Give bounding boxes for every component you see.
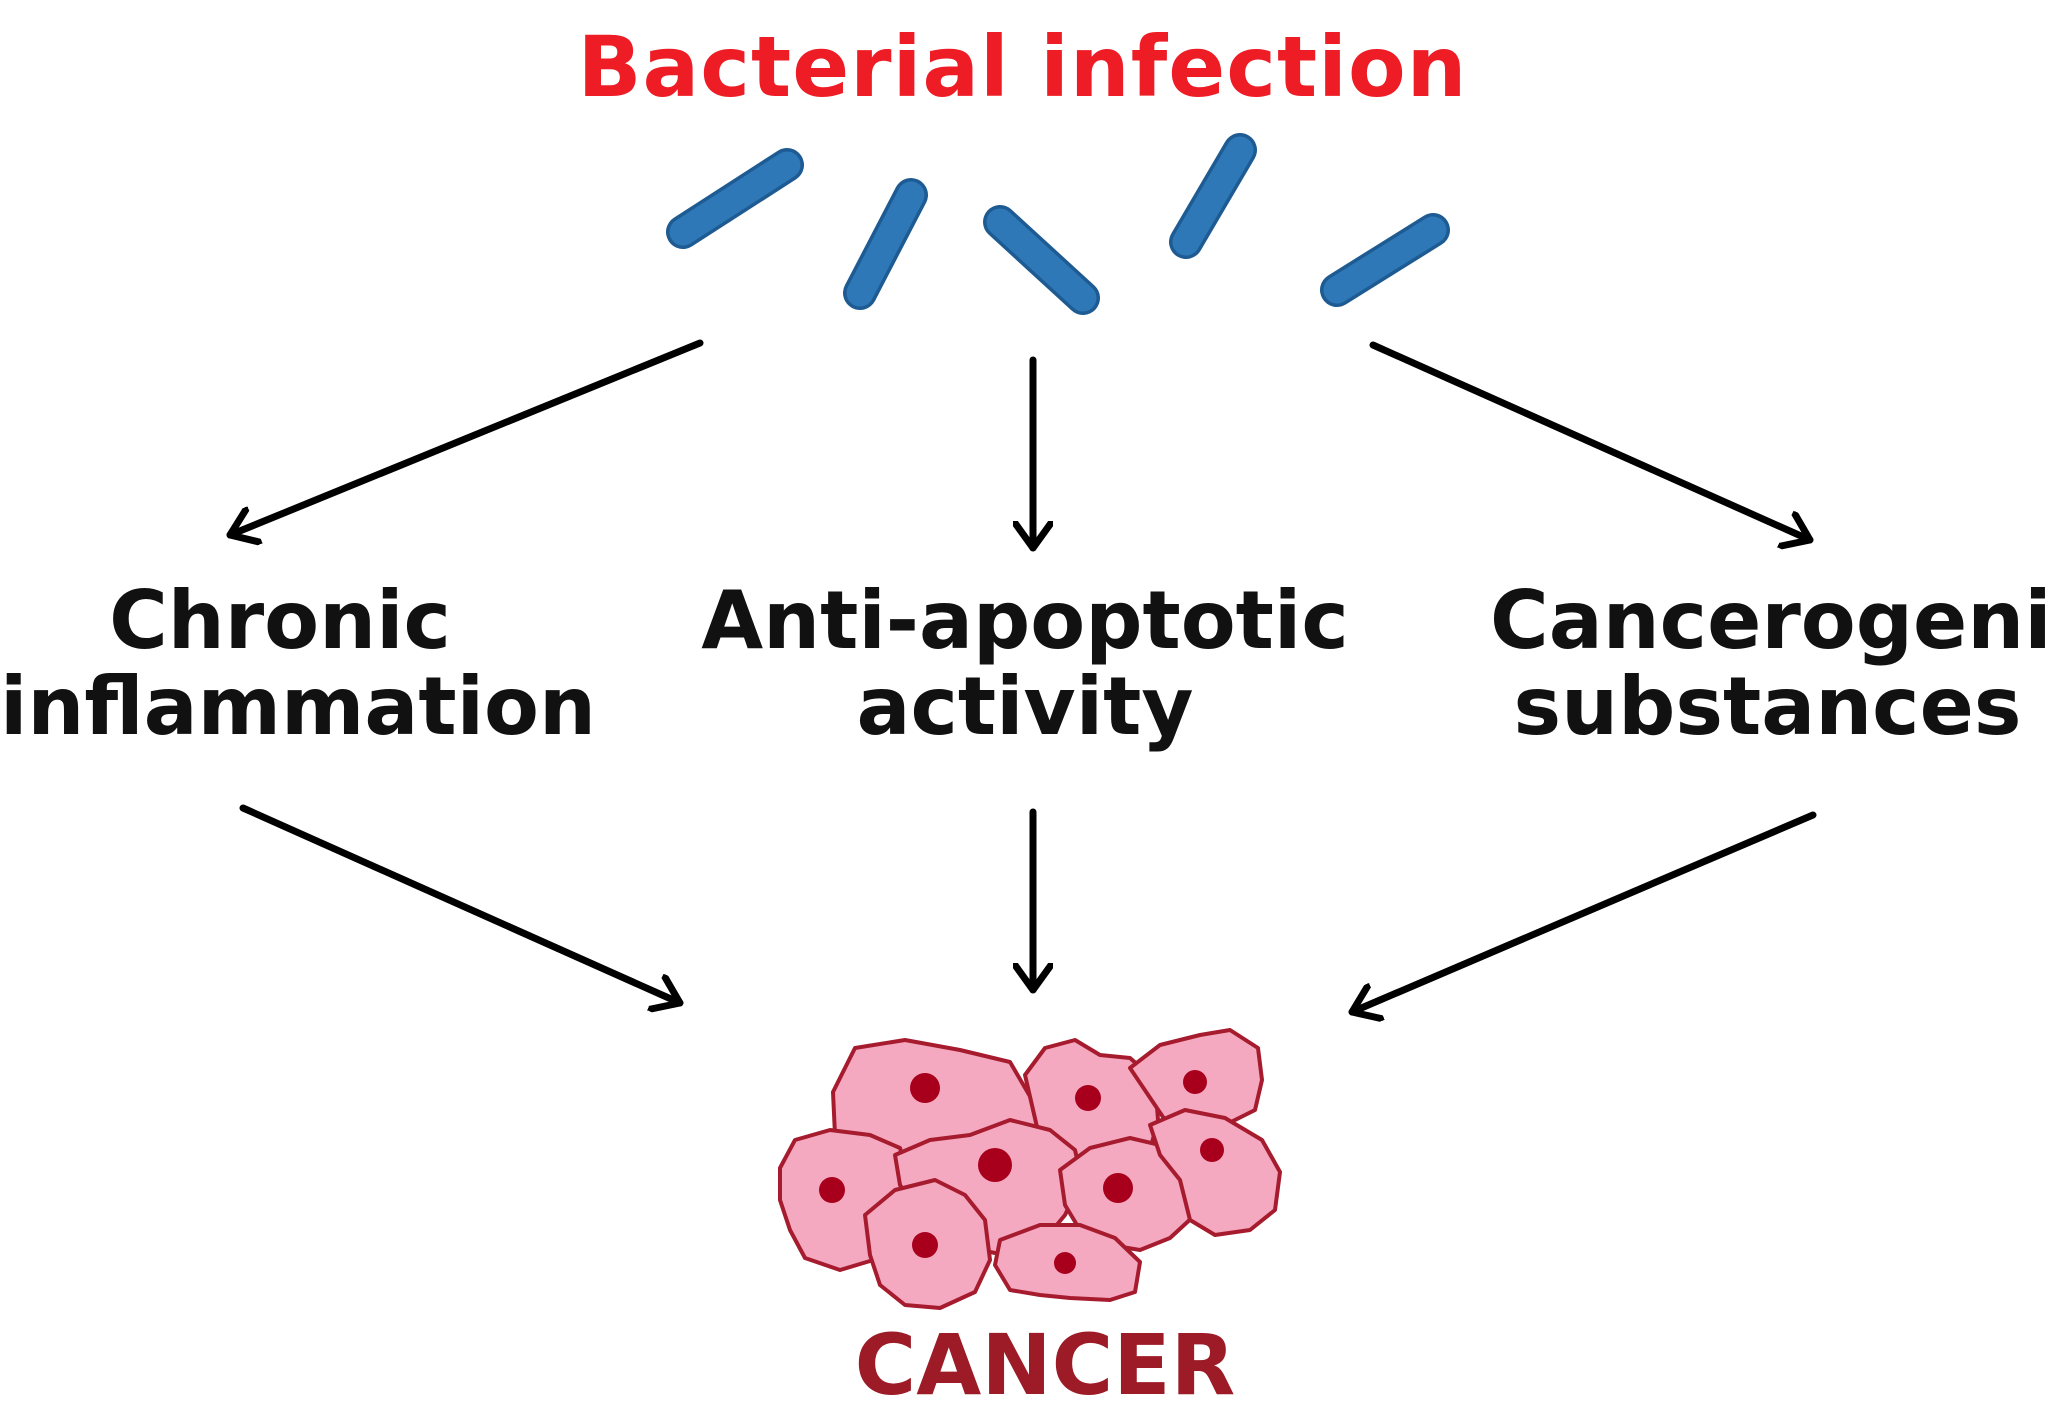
node-chronic-inflammation: Chronic inflammation xyxy=(0,574,596,754)
rod-bacterium-icon xyxy=(846,181,925,307)
tumor-cell xyxy=(1148,1108,1282,1237)
cell-nucleus xyxy=(1103,1173,1133,1203)
cell-nucleus xyxy=(1054,1252,1076,1274)
node-cancerogenic-substances: Cancerogenic substances xyxy=(1490,574,2045,754)
cell-nucleus xyxy=(1200,1138,1224,1162)
arrow-infection-to-inflammation xyxy=(226,339,704,535)
rod-bacterium-icon xyxy=(986,208,1097,312)
arrow-cancerogenic-to-cancer xyxy=(1348,811,1817,1012)
node-label-line1: Anti-apoptotic xyxy=(701,574,1349,667)
node-label-line2: substances xyxy=(1513,660,2022,754)
node-label-line1: Chronic xyxy=(109,574,451,667)
rod-bacterium-icon xyxy=(669,151,801,246)
cell-nucleus xyxy=(910,1073,940,1103)
arrow-infection-to-cancerogenic xyxy=(1369,341,1814,540)
node-label-line1: Cancerogenic xyxy=(1490,574,2045,667)
arrows-top xyxy=(226,339,1814,552)
node-label-line2: inflammation xyxy=(0,660,596,754)
node-anti-apoptotic-activity: Anti-apoptotic activity xyxy=(700,574,1350,754)
cell-nucleus xyxy=(1183,1070,1207,1094)
node-label-line2: activity xyxy=(856,660,1194,754)
rod-bacterium-icon xyxy=(1172,136,1254,256)
cell-nucleus xyxy=(1075,1085,1101,1111)
cancer-label: CANCER xyxy=(854,1316,1236,1414)
rod-bacterium-icon xyxy=(1323,216,1447,304)
cell-nucleus xyxy=(978,1148,1012,1182)
title-bacterial-infection: Bacterial infection xyxy=(577,18,1468,116)
bacteria-group xyxy=(666,133,1450,315)
cell-nucleus xyxy=(912,1232,938,1258)
arrows-bottom xyxy=(239,804,1817,1012)
arrow-inflammation-to-cancer xyxy=(239,804,684,1003)
tumor-cell-cluster-icon xyxy=(778,1028,1282,1310)
cell-nucleus xyxy=(819,1177,845,1203)
